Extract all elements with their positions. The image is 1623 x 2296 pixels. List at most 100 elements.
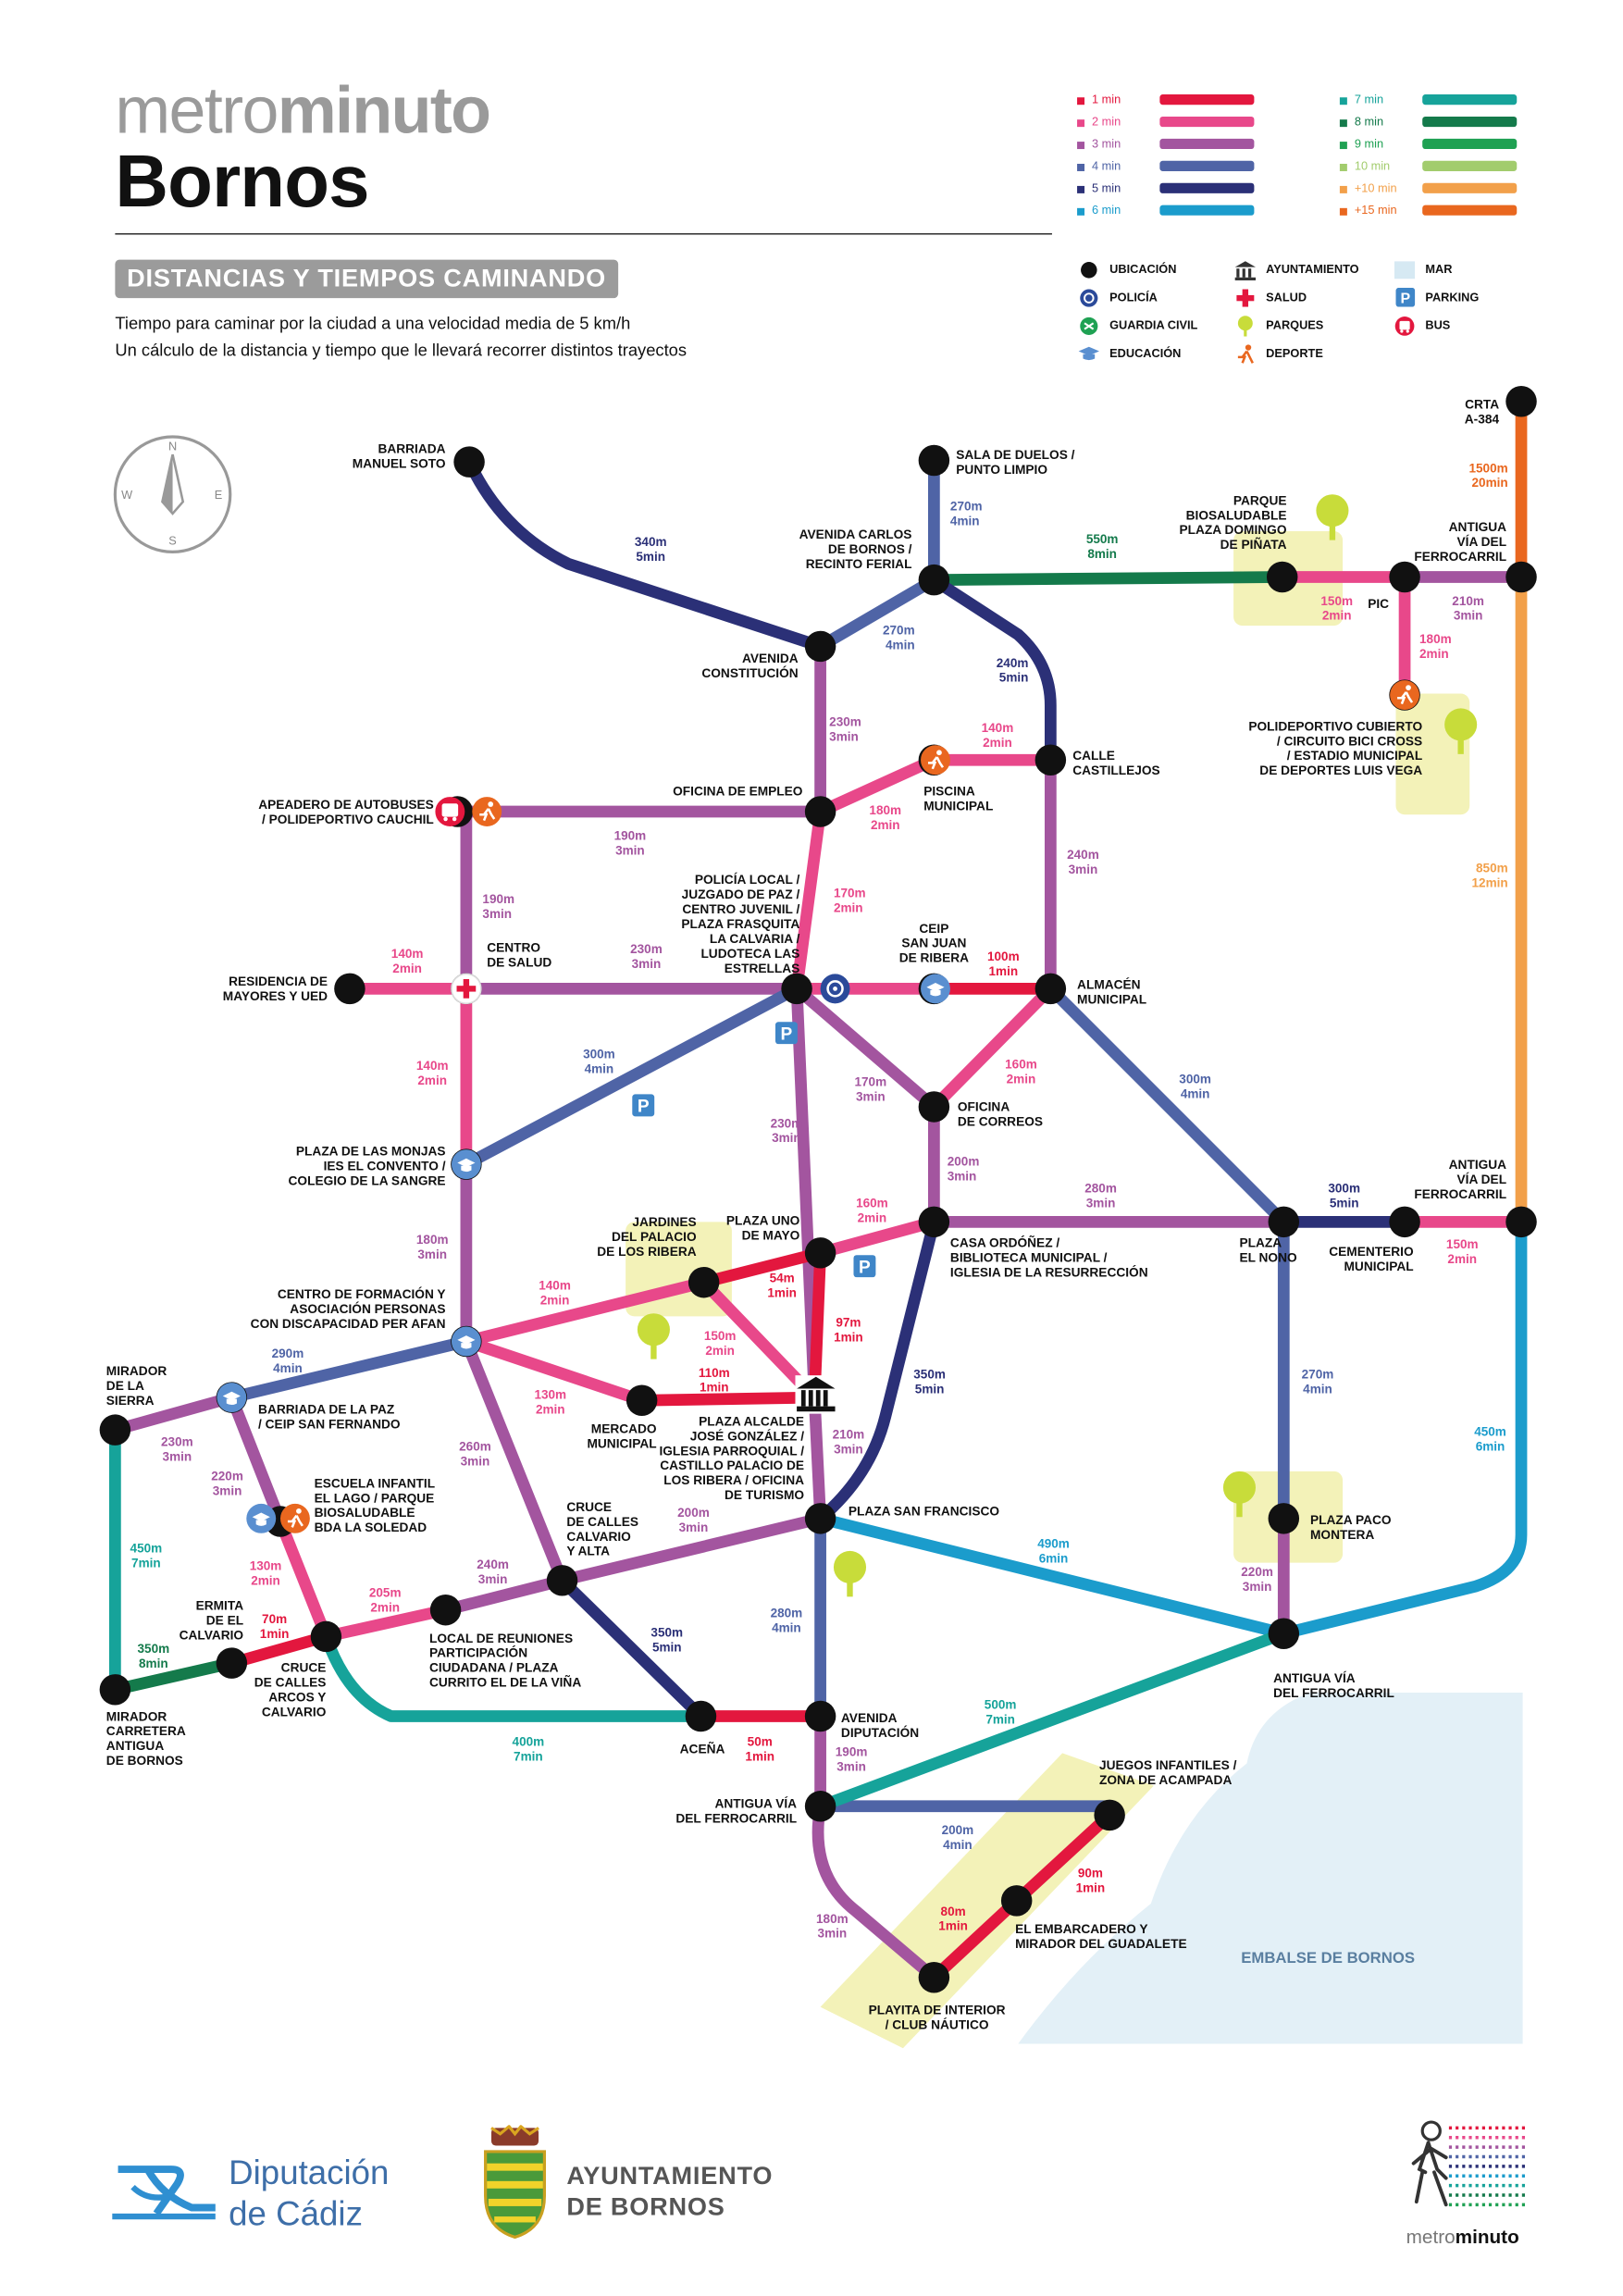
station-name-line: DE SALUD [487, 955, 551, 969]
segment-time: 4min [772, 1621, 801, 1635]
metrominuto-small-wordmark: metrominuto [1406, 2225, 1519, 2248]
station-name-sala_duelos: SALA DE DUELOS /PUNTO LIMPIO [956, 448, 1074, 477]
station-name-line: BIBLIOTECA MUNICIPAL / [950, 1250, 1108, 1264]
station-dot-jardines [688, 1266, 720, 1298]
segment-distance: 550m [1086, 532, 1119, 546]
walking-segment [814, 1215, 940, 1525]
time-legend-label: 7 min [1339, 93, 1422, 106]
segment-time: 2min [417, 1074, 447, 1087]
station-name-line: CIUDADANA / PLAZA [429, 1661, 559, 1675]
town-hall-icon [795, 1375, 837, 1414]
station-name-line: VÍA DEL [1457, 534, 1507, 549]
station-dot-policia_local [781, 973, 812, 1005]
compass-n: N [168, 439, 177, 453]
station-name-line: ANTIGUA [106, 1739, 165, 1753]
legend-location: UBICACIÓN [1077, 255, 1197, 283]
svg-text:P: P [859, 1258, 871, 1277]
station-name-line: BIOSALUDABLE [315, 1506, 415, 1520]
time-legend-label: 9 min [1339, 137, 1422, 151]
station-name-line: JARDINES [632, 1215, 696, 1229]
segment-distance: 150m [1446, 1237, 1479, 1251]
health-icon [451, 973, 482, 1005]
segment-time: 4min [273, 1361, 303, 1375]
segment-time: 2min [1447, 1252, 1477, 1266]
segment-time: 3min [1086, 1196, 1116, 1210]
segment-time: 2min [871, 818, 900, 832]
station-dot-almacen [1035, 973, 1067, 1005]
station-dot-residencia [334, 973, 365, 1005]
compass-s: S [168, 533, 177, 547]
station-dot-plaza_uno_mayo [804, 1237, 836, 1269]
segment-time: 2min [251, 1574, 280, 1588]
time-legend-5min: 5 min [1077, 177, 1255, 199]
time-legend-1min: 1 min [1077, 89, 1255, 111]
segment-time: 3min [1069, 863, 1098, 876]
station-name-line: JOSÉ GONZÁLEZ / [690, 1428, 805, 1443]
station-dot-ermita [216, 1647, 248, 1679]
station-name-line: CON DISCAPACIDAD PER AFAN [251, 1317, 446, 1331]
park-tree-icon [637, 1313, 670, 1347]
time-legend-label: 3 min [1077, 137, 1159, 151]
walking-segment [1277, 1215, 1528, 1640]
town-hall-icon [1233, 259, 1258, 280]
station-dot-crta_a384 [1505, 385, 1537, 417]
segment-time: 3min [482, 907, 512, 921]
station-name-line: CALLE [1072, 749, 1115, 763]
segment-time: 8min [139, 1657, 168, 1670]
svg-text:P: P [1400, 292, 1410, 307]
segment-time: 3min [1454, 609, 1483, 623]
station-dot-manuel_soto [453, 446, 485, 478]
station-name-line: DE TURISMO [725, 1488, 804, 1502]
station-name-line: ESTRELLAS [725, 962, 799, 975]
time-legend-3min: 3 min [1077, 133, 1255, 155]
station-dot-av_carlos [918, 564, 950, 596]
time-legend-9min: 9 min [1339, 133, 1518, 155]
segment-distance: 280m [1084, 1181, 1117, 1195]
station-name-line: RESIDENCIA DE [229, 974, 328, 988]
section-banner: DISTANCIAS Y TIEMPOS CAMINANDO [115, 259, 618, 299]
segment-time: 2min [1322, 609, 1352, 623]
segment-distance: 290m [272, 1347, 304, 1360]
walking-segment [928, 1894, 1023, 1984]
compass-rose: N S E W [113, 435, 232, 553]
segment-distance: 190m [614, 828, 647, 842]
time-legend-6min: 6 min [1077, 199, 1255, 221]
segment-distance: 220m [1241, 1565, 1273, 1579]
station-name-line: OFICINA [958, 1100, 1010, 1114]
station-name-line: MUNICIPAL [1077, 992, 1146, 1006]
reservoir-label: EMBALSE DE BORNOS [1241, 1949, 1415, 1967]
station-name-line: ZONA DE ACAMPADA [1099, 1773, 1232, 1787]
segment-distance: 240m [477, 1558, 509, 1571]
parking-icon: P [774, 1022, 798, 1044]
station-name-line: BIOSALUDABLE [1186, 508, 1287, 522]
station-name-pic: PIC [1368, 597, 1389, 611]
station-name-line: ESCUELA INFANTIL [315, 1476, 435, 1490]
station-icons: PPP [217, 680, 1420, 1533]
segment-distance: 160m [1005, 1057, 1037, 1071]
diputacion-logo [112, 2166, 216, 2220]
time-legend-label: 5 min [1077, 181, 1159, 194]
segment-distance: 300m [1328, 1181, 1360, 1195]
station-name-playita: PLAYITA DE INTERIOR/ CLUB NÁUTICO [869, 2004, 1006, 2032]
legend-parks: PARQUES [1233, 311, 1358, 339]
header-divider [115, 232, 1052, 235]
walking-segment [808, 1247, 826, 1404]
station-name-line: DE LA [106, 1379, 144, 1393]
segment-distance: 230m [630, 942, 663, 956]
segment-distance: 1500m [1468, 461, 1507, 475]
segment-time: 1min [989, 964, 1019, 978]
segment-distance: 450m [1474, 1425, 1506, 1439]
